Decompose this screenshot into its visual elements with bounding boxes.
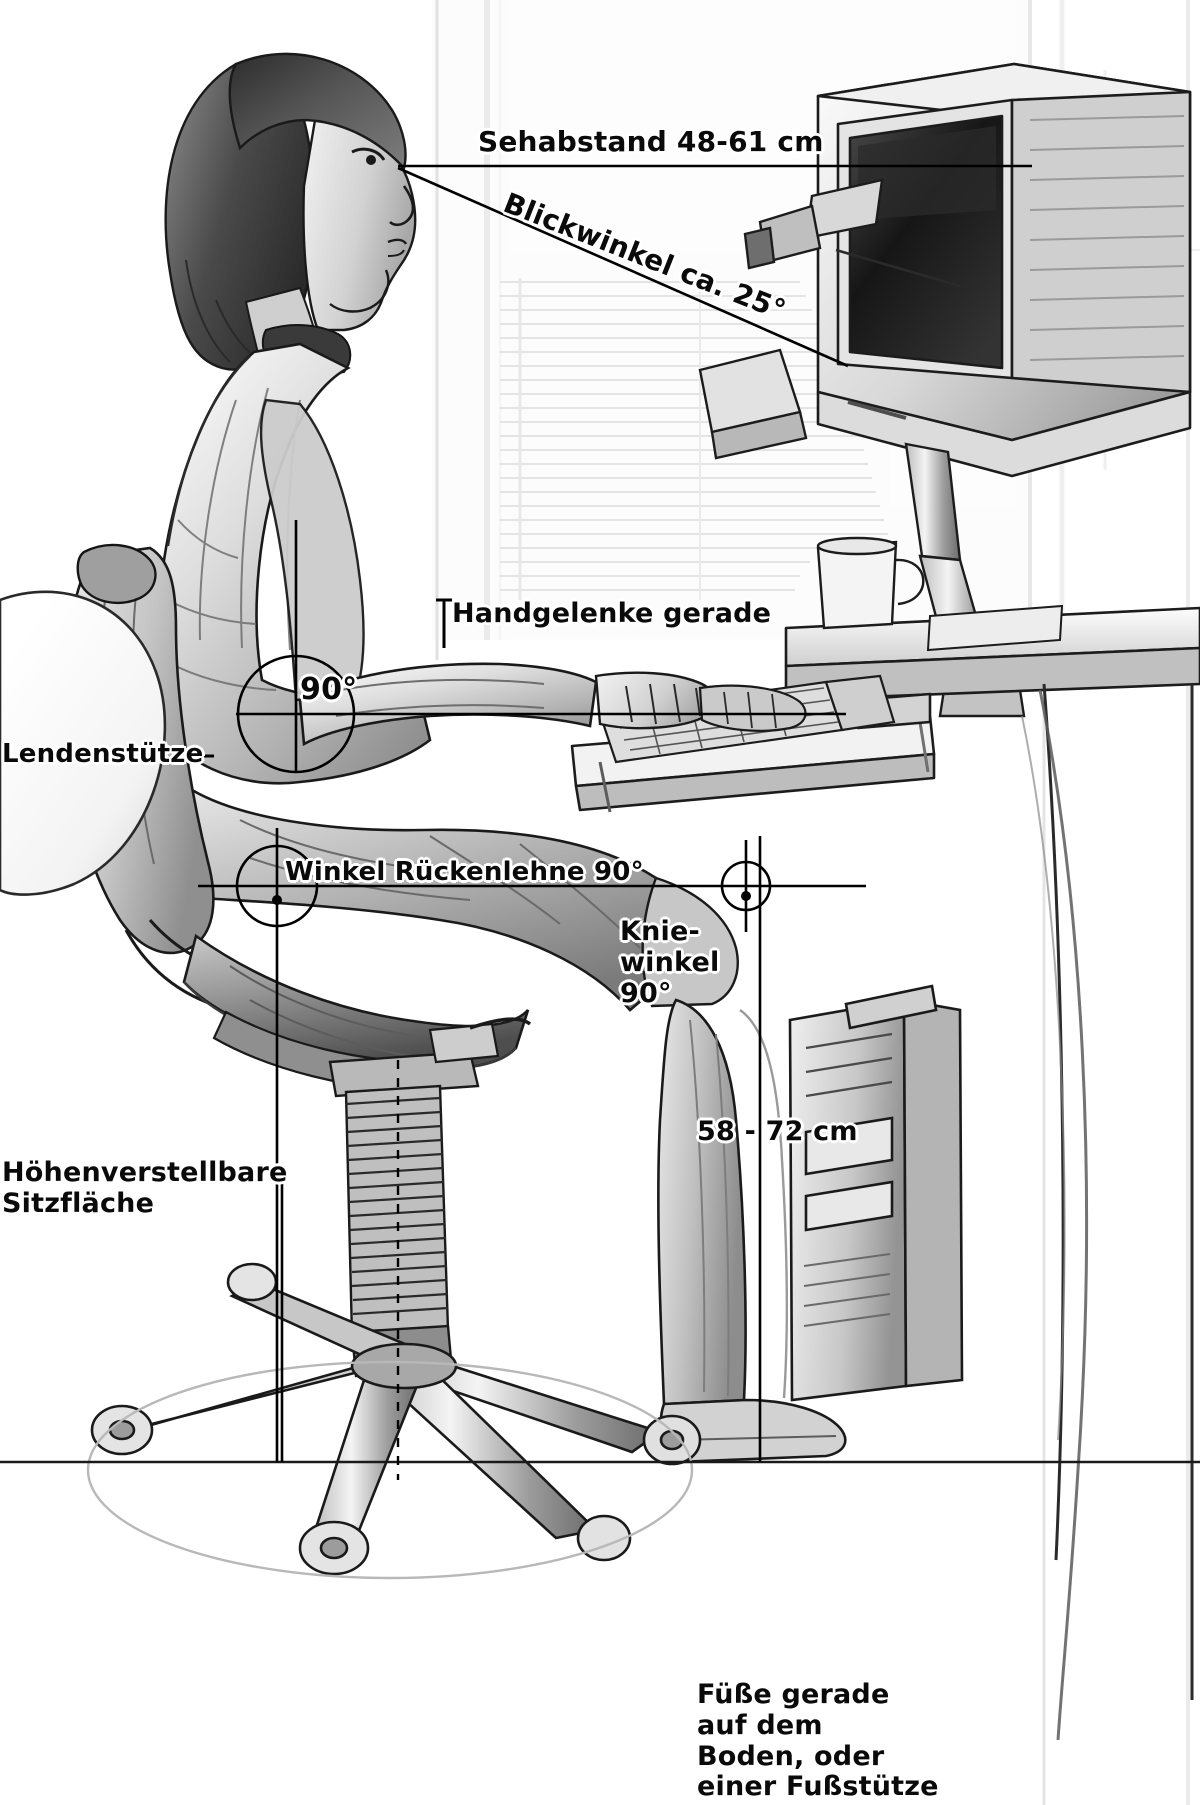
label-knee-angle: Knie- winkel 90° [620,916,720,1009]
elbow-angle-circle [236,654,356,774]
monitor [816,62,1192,478]
exercise-ball [0,590,167,896]
viewing-angle-line [397,166,849,368]
label-feet-position: Füße gerade auf dem Boden, oder einer Fu… [697,1679,939,1803]
annotation-lines [186,164,1032,1480]
backrest-angle-circle [235,844,319,928]
label-lumbar-support: Lendenstütze [2,739,204,769]
label-viewing-distance: Sehabstand 48-61 cm [478,125,824,158]
lumbar-pad [76,543,157,605]
mousepad [926,604,1064,652]
label-adjustable-seat-height: Höhenverstellbare Sitzfläche [2,1157,288,1219]
label-elbow-angle: 90° [300,672,358,707]
base-footprint [86,1360,694,1580]
label-backrest-angle: Winkel Rückenlehne 90° [285,857,644,887]
coffee-mug [816,536,925,630]
desk-cable [1038,689,1089,1741]
seated-person [153,52,847,1464]
label-desk-height: 58 - 72 cm [697,1116,858,1147]
label-wrists-straight: Handgelenke gerade [452,598,772,629]
chair-casters [90,1262,702,1576]
computer-tower [788,984,964,1402]
